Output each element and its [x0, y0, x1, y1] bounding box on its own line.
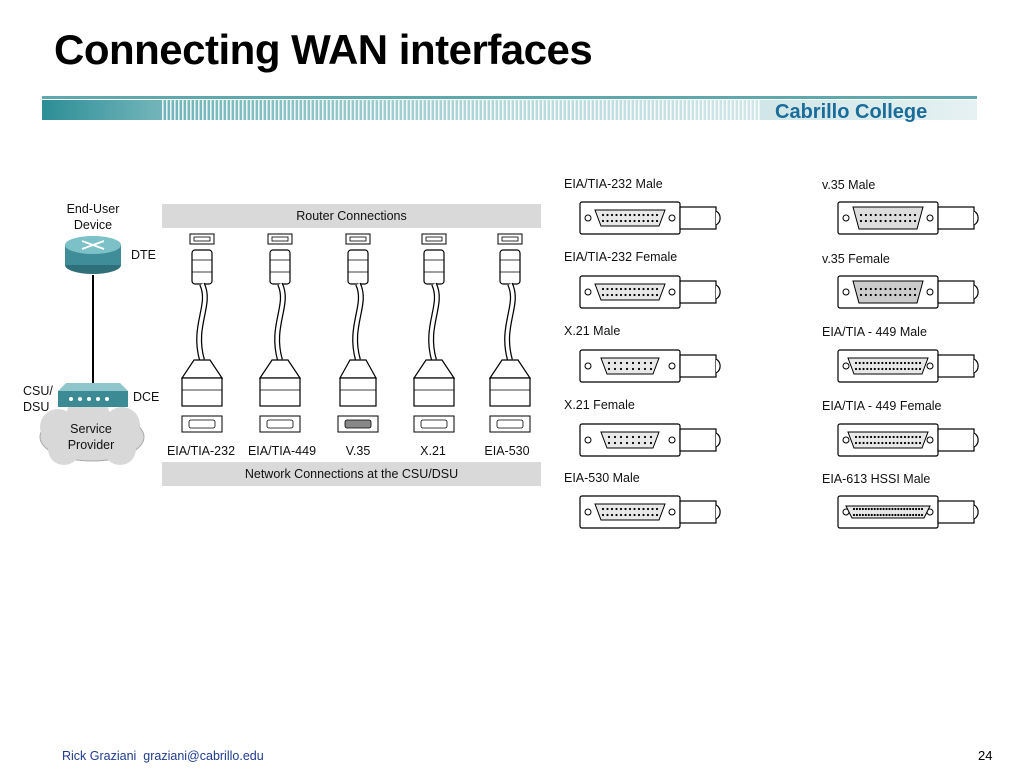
- cable-illustrations: [180, 233, 532, 433]
- footer-email: graziani@cabrillo.edu: [143, 749, 264, 763]
- footer-author: Rick Graziani graziani@cabrillo.edu: [62, 749, 264, 763]
- connector-illustrations: [579, 201, 979, 529]
- college-brand: Cabrillo College: [775, 101, 928, 123]
- connector-label-left-5: EIA-530 Male: [564, 471, 640, 485]
- footer-author-name: Rick Graziani: [62, 749, 137, 763]
- slide-title: Connecting WAN interfaces: [54, 26, 593, 73]
- connector-right-5: [837, 495, 979, 529]
- cable-label-3: V.35: [345, 444, 371, 458]
- end-user-device-label: End-User Device: [66, 202, 120, 232]
- cable-1: [180, 233, 224, 433]
- connector-label-left-1: EIA/TIA-232 Male: [564, 177, 663, 191]
- connector-label-right-5: EIA-613 HSSI Male: [822, 472, 931, 486]
- cable-label-5: EIA-530: [484, 444, 530, 458]
- network-connections-footer: Network Connections at the CSU/DSU: [244, 467, 459, 481]
- network-connections-footer-bar: [162, 462, 541, 486]
- connector-left-2: [579, 275, 721, 309]
- dce-label: DCE: [133, 390, 160, 404]
- dte-label: DTE: [131, 248, 156, 262]
- csu-dsu-icon: [58, 383, 128, 407]
- page-number: 24: [978, 748, 993, 763]
- header-stripe-band: [42, 96, 977, 120]
- service-provider-cloud: [39, 395, 145, 465]
- cable-label-2: EIA/TIA-449: [247, 444, 317, 458]
- connector-label-left-2: EIA/TIA-232 Female: [564, 250, 678, 264]
- cable-label-4: X.21: [420, 444, 446, 458]
- connector-left-3: [579, 349, 721, 383]
- connector-left-4: [579, 423, 721, 457]
- cable-label-1: EIA/TIA-232: [166, 444, 236, 458]
- cable-2: [258, 233, 302, 433]
- router-icon: [65, 236, 121, 274]
- connector-right-4: [837, 423, 979, 457]
- connector-left-1: [579, 201, 721, 235]
- connector-left-5: [579, 495, 721, 529]
- connector-right-2: [837, 275, 979, 309]
- connector-right-3: [837, 349, 979, 383]
- connector-right-1: [837, 201, 979, 235]
- router-connections-header-bar: [162, 204, 541, 228]
- connector-label-right-2: v.35 Female: [822, 252, 890, 266]
- csu-dsu-label: CSU/ DSU: [23, 384, 53, 414]
- connector-label-right-3: EIA/TIA - 449 Male: [822, 325, 927, 339]
- cable-4: [412, 233, 456, 433]
- service-provider-label: Service Provider: [67, 422, 115, 452]
- cable-3: [337, 233, 379, 433]
- connector-label-left-3: X.21 Male: [564, 324, 621, 338]
- connector-label-left-4: X.21 Female: [564, 398, 635, 412]
- router-connections-header: Router Connections: [296, 209, 407, 223]
- connector-label-right-4: EIA/TIA - 449 Female: [822, 399, 942, 413]
- cable-5: [488, 233, 532, 433]
- topology-diagram: [39, 236, 145, 465]
- connector-label-right-1: v.35 Male: [822, 178, 876, 192]
